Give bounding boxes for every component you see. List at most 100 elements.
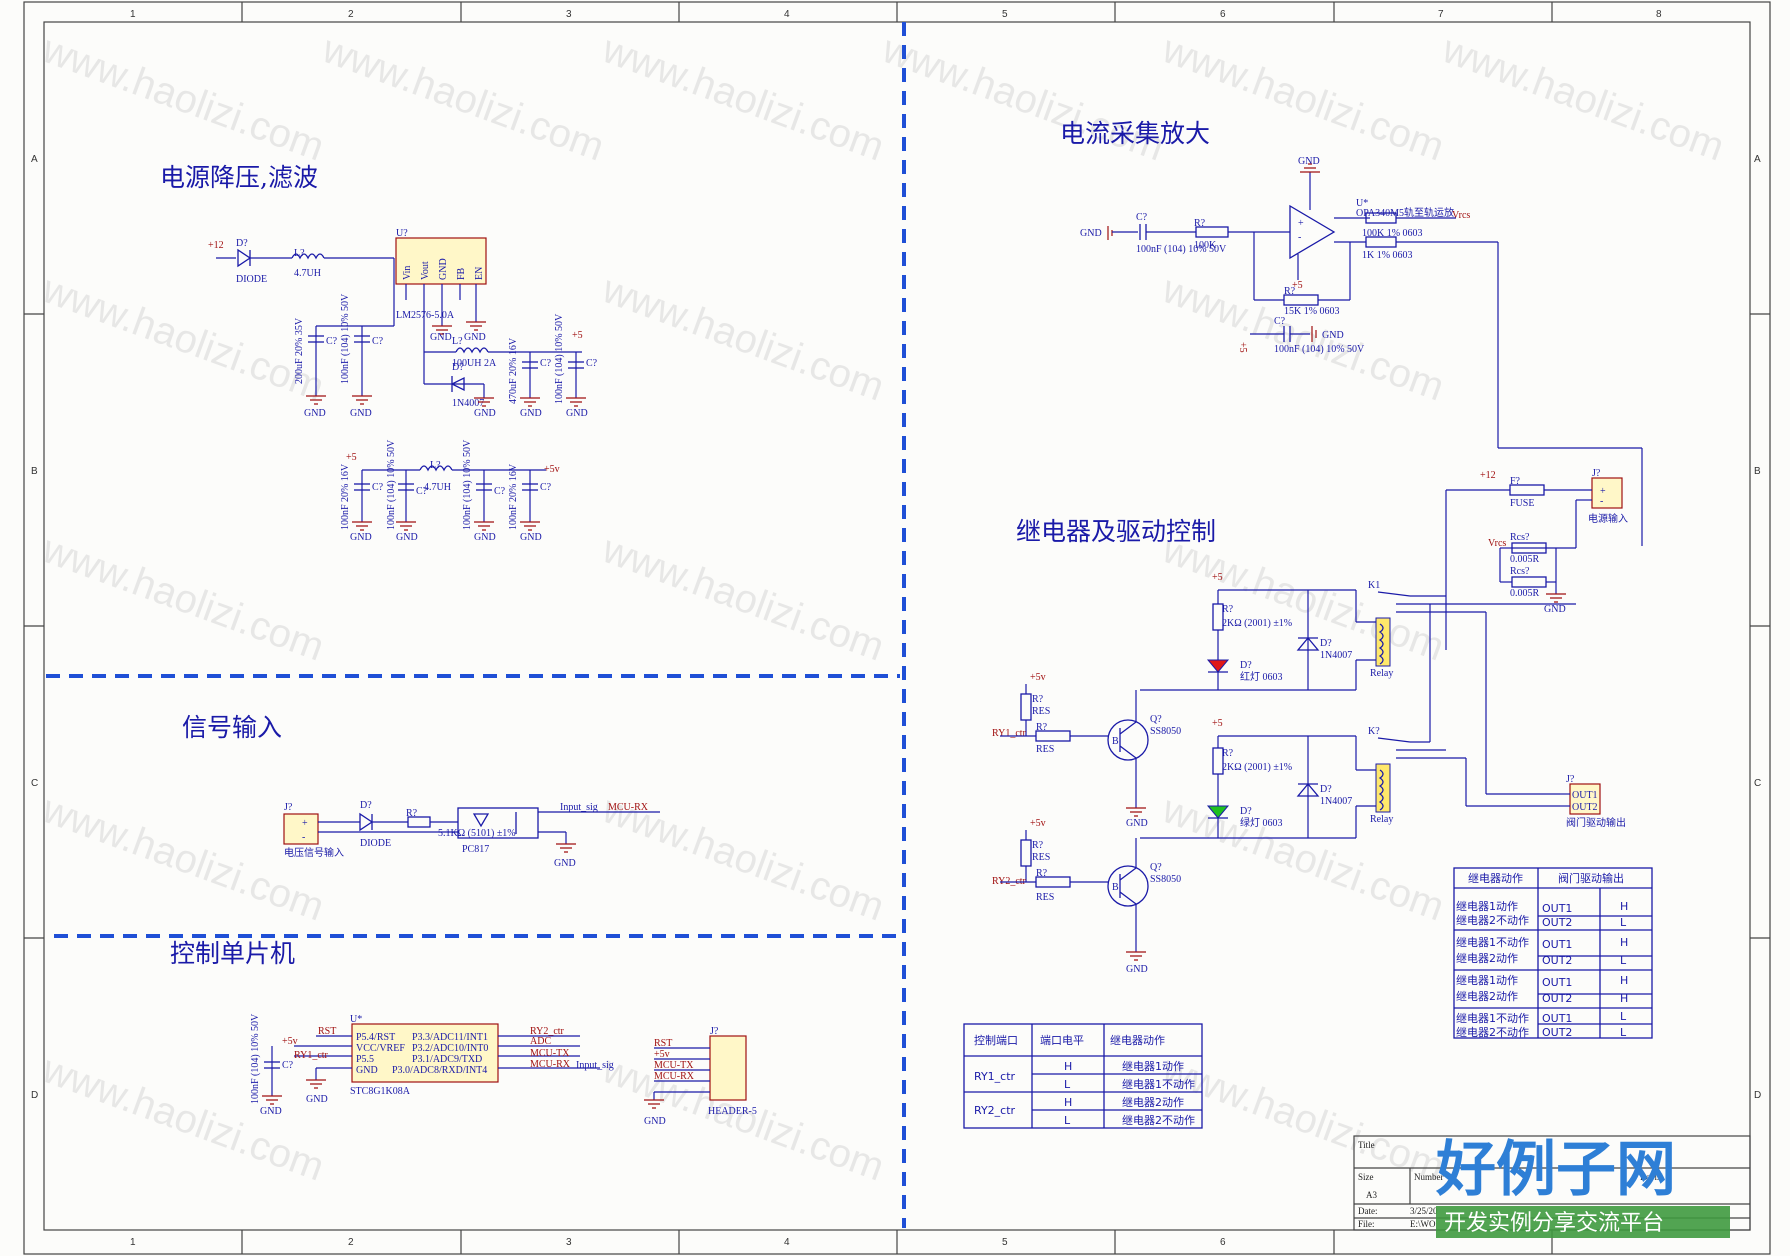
gnd-label: GND [554, 858, 576, 869]
diode-symbol [359, 812, 374, 832]
valve-header-action: 继电器动作 [1468, 872, 1523, 885]
grid-col-4-bottom: 4 [784, 1237, 790, 1248]
mcu-rx: MCU-RX [530, 1059, 571, 1070]
rbias1-value: RES [1032, 706, 1050, 717]
grid-col-2-bottom: 2 [348, 1237, 354, 1248]
d2-ref: D? [452, 362, 464, 373]
rbias1-symbol [1020, 693, 1032, 721]
valve-row-action: 继电器1不动作 [1456, 936, 1529, 949]
pin-en: EN [474, 267, 485, 280]
rbase2-ref: R? [1036, 868, 1048, 879]
sig-r-ref: R? [406, 808, 418, 819]
rled2-ref: R? [1222, 748, 1234, 759]
gnd-label: GND [1126, 818, 1148, 829]
gnd-label: GND [350, 532, 372, 543]
ctrl-header-level: 端口电平 [1040, 1034, 1084, 1047]
q2-ref: Q? [1150, 862, 1162, 873]
mcu-tx: MCU-TX [530, 1048, 570, 1059]
mcu-ry1: RY1_ctr [294, 1050, 329, 1061]
relay-section: J? + - 电源输入 +12 F? FUSE Rcs? 0.005R Rcs?… [992, 468, 1628, 975]
d1-value: DIODE [236, 274, 267, 285]
ctrl-row-action: 继电器1不动作 [1122, 1078, 1195, 1091]
pin-fb: FB [456, 267, 467, 280]
valve-row-action: 继电器1动作 [1456, 900, 1518, 913]
dled1-ref: D? [1240, 660, 1252, 671]
net-vrcs: Vrcs [1452, 210, 1470, 221]
grid-col-3: 3 [566, 9, 572, 20]
c-ref: C? [372, 482, 384, 493]
net-plus12: +12 [1480, 470, 1496, 481]
u3-ref: U* [350, 1014, 362, 1025]
gnd-label: GND [350, 408, 372, 419]
r2-value: 100K 1% 0603 [1362, 228, 1423, 239]
valve-row-out: OUT2 [1542, 992, 1572, 1005]
ctrl-row-action: 继电器1动作 [1122, 1060, 1184, 1073]
l3-ref: L? [430, 460, 441, 471]
grid-col-8: 8 [1656, 9, 1662, 20]
hdr-rx: MCU-RX [654, 1071, 695, 1082]
control-table: 控制端口 端口电平 继电器动作 RY1_ctr H 继电器1动作 L 继电器1不… [963, 1023, 1203, 1129]
mcu-pin-p31: P3.1/ADC9/TXD [412, 1054, 482, 1065]
watermark: www.haolizi.com [596, 27, 890, 170]
net-plus5v: +5v [1030, 672, 1046, 683]
watermark: www.haolizi.com [1156, 787, 1450, 930]
c-ref: C? [540, 482, 552, 493]
pc817-optocoupler [457, 807, 539, 839]
input-sig-label: Input_sig [560, 802, 598, 813]
green-led [1206, 805, 1230, 819]
logo-main: 好例子网 [1435, 1135, 1676, 1205]
r4-ref: R? [1284, 286, 1296, 297]
lm2576-ic [395, 237, 487, 285]
relay2-label: Relay [1370, 814, 1393, 825]
ctrl-row-level: H [1064, 1060, 1072, 1073]
rled2-value: 2KΩ (2001) ±1% [1222, 762, 1292, 773]
flyback-diode [1296, 636, 1320, 651]
grid-col-6-bottom: 6 [1220, 1237, 1226, 1248]
gnd-label: GND [474, 408, 496, 419]
inductor-symbol [455, 347, 489, 354]
u2-value: OPA340M5轨至轨运放 [1356, 206, 1454, 219]
l1-value: 4.7UH [294, 268, 321, 279]
mcu-rst: RST [318, 1026, 336, 1037]
j2-out1: OUT1 [1572, 790, 1598, 801]
c-ref: C? [586, 358, 598, 369]
section-title-signal: 信号输入 [182, 713, 282, 742]
dled2-value: 绿灯 0603 [1240, 816, 1283, 829]
rbias2-ref: R? [1032, 840, 1044, 851]
grid-col-2: 2 [348, 9, 354, 20]
mcu-pin-gnd: GND [356, 1065, 378, 1076]
watermark: www.haolizi.com [316, 27, 610, 170]
valve-row-level: H [1620, 992, 1628, 1005]
d1-ref: D? [236, 238, 248, 249]
header-value: HEADER-5 [708, 1106, 757, 1117]
section-title-power: 电源降压,滤波 [160, 163, 318, 192]
opto-led [472, 813, 490, 828]
inductor-symbol [291, 253, 325, 260]
net-plus5: +5 [1212, 572, 1223, 583]
rbase1-ref: R? [1036, 722, 1048, 733]
gnd-label: GND [1126, 964, 1148, 975]
valve-row-out: OUT1 [1542, 976, 1572, 989]
inductor-symbol [419, 465, 453, 472]
valve-row-out: OUT1 [1542, 1012, 1572, 1025]
ctrl-header-action: 继电器动作 [1110, 1034, 1165, 1047]
l1-ref: L? [294, 248, 305, 259]
power-input-connector [1591, 477, 1623, 509]
diode-symbol [237, 248, 252, 268]
grid-col-7: 7 [1438, 9, 1444, 20]
opamp-plus: + [1298, 218, 1304, 229]
l2-ref: L? [452, 336, 463, 347]
grid-row-a: A [31, 154, 38, 165]
k1-ref: K1 [1368, 580, 1380, 591]
section-title-relay: 继电器及驱动控制 [1016, 517, 1216, 546]
d-ref: D? [1320, 638, 1332, 649]
mcu-ry2: RY2_ctr [530, 1026, 565, 1037]
opamp-minus: - [1298, 232, 1301, 243]
mcu-pin-p55: P5.5 [356, 1054, 374, 1065]
valve-row-action: 继电器2动作 [1456, 990, 1518, 1003]
d2-value: 1N4007 [452, 398, 484, 409]
j3-plus: + [302, 818, 308, 829]
ctrl-row-level: L [1064, 1078, 1071, 1091]
f1-value: FUSE [1510, 498, 1534, 509]
r4-value: 15K 1% 0603 [1284, 306, 1340, 317]
